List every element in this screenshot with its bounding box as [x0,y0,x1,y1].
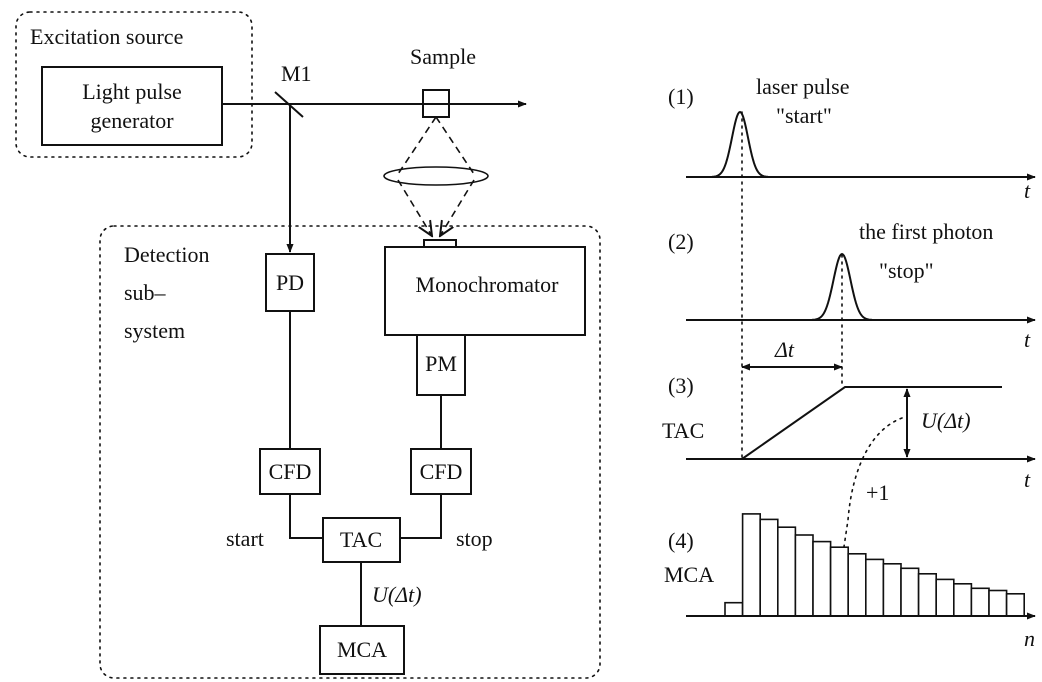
panel2-axis-label: t [1024,327,1031,352]
histogram-bar [917,572,937,617]
histogram-bar [741,513,761,617]
generator-label-line1: Light pulse [82,79,182,104]
sample-label: Sample [410,44,476,69]
cfd-left-to-tac-wire [289,494,323,539]
panel2-caption-line2: "stop" [879,258,934,283]
panel4-axis-label: n [1024,626,1035,651]
excitation-source-frame [15,11,253,158]
timing-diagram: (1) laser pulse "start" t (2) the first … [662,74,1036,651]
u-delta-t-label: U(Δt) [372,582,422,607]
histogram-bar [882,562,902,617]
panel1-axis-label: t [1024,178,1031,203]
panel3-axis-label: t [1024,467,1031,492]
cfd-right-label: CFD [420,459,463,484]
panel1-caption-line2: "start" [776,103,832,128]
histogram-bar [900,567,920,617]
mirror-label: M1 [281,61,312,86]
collection-ray-right-bottom [440,179,475,236]
panel3-u-label: U(Δt) [921,408,971,433]
pd-label: PD [276,270,304,295]
plus-one-label: +1 [866,480,889,505]
histogram-bar [759,518,779,617]
generator-label-line2: generator [90,108,174,133]
histogram-bar [794,534,814,617]
histogram-bar [1005,592,1025,617]
histogram-bar [829,546,849,617]
pm-label: PM [425,351,457,376]
mca-box [319,625,405,675]
panel1-caption-line1: laser pulse [756,74,849,99]
panel3-number: (3) [668,373,694,398]
histogram-bar [935,578,955,617]
pm-box [416,334,466,396]
histogram-bar [988,589,1008,617]
monochromator-label: Monochromator [416,272,560,297]
cfd-right-box [410,448,472,495]
histogram-bar [812,540,832,617]
histogram-bar [970,587,990,617]
panel2-number: (2) [668,229,694,254]
panel2-caption-line1: the first photon [859,219,993,244]
monochromator-box [384,246,586,336]
light-pulse-generator-box [41,66,223,146]
stop-label: stop [456,526,493,551]
tac-label: TAC [340,527,382,552]
laser-pulse-peak [711,110,769,178]
panel4-number: (4) [668,528,694,553]
detection-label-line1: Detection [124,242,210,267]
excitation-source-label: Excitation source [30,24,183,49]
detection-subsystem-frame [99,225,601,679]
collection-ray-left-bottom [397,179,432,236]
setup-schematic: Excitation source Light pulse generator … [15,11,601,679]
mca-label: MCA [337,637,387,662]
histogram-bar [864,558,885,617]
detection-label-line3: system [124,318,185,343]
histogram-bar [724,601,744,617]
cfd-left-label: CFD [269,459,312,484]
collection-ray-right-top [435,116,475,175]
detection-label-line2: sub– [124,280,167,305]
histogram-bar [776,526,797,617]
delta-t-label: Δt [774,337,795,362]
panel4-name: MCA [664,562,714,587]
histogram-bars [724,513,1025,617]
collection-lens [383,166,489,186]
pd-box [265,253,315,312]
cfd-right-to-tac-wire [400,494,442,539]
first-photon-peak [811,252,873,321]
collection-ray-left-top [397,116,437,175]
histogram-bar [847,552,867,617]
start-label: start [226,526,264,551]
tac-ramp [741,386,1002,460]
histogram-bar [952,582,973,617]
panel1-number: (1) [668,84,694,109]
panel3-name: TAC [662,418,704,443]
monochromator-slit [423,239,457,248]
